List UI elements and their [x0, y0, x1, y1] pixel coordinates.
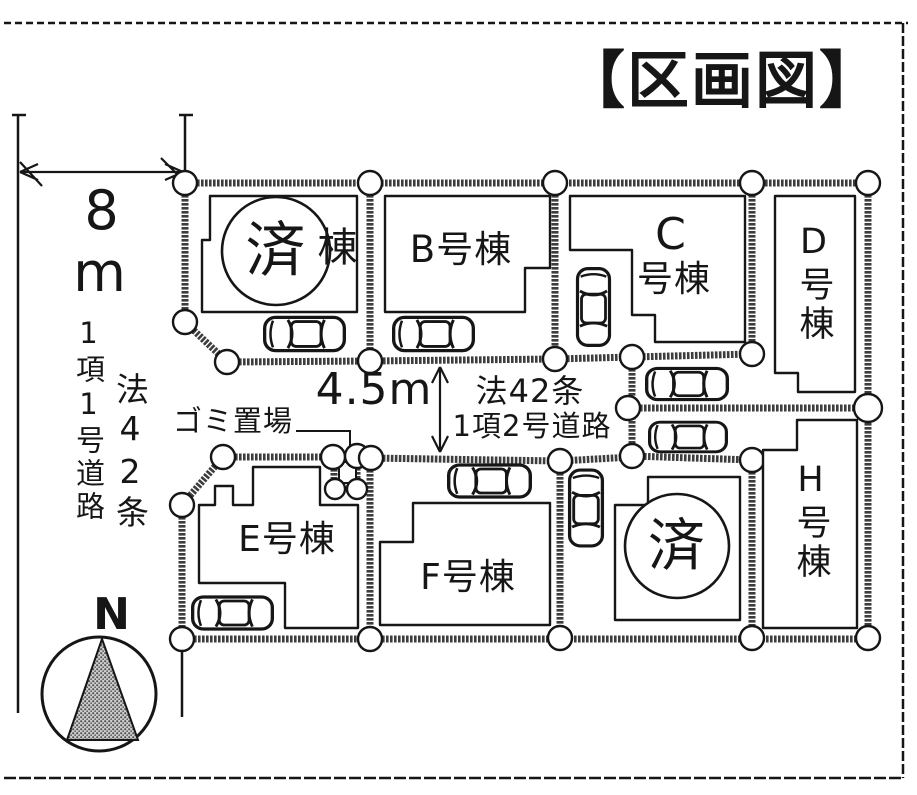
lot-g-sold-mark: 済: [648, 513, 706, 579]
lot-a-sold-circle: [220, 195, 332, 307]
left-road-clause-label: 1項1号道路: [71, 316, 106, 524]
lot-c-label-line1: C: [655, 209, 687, 260]
survey-markers: [168, 169, 884, 653]
compass: [40, 635, 158, 753]
lot-f-building-outline: [378, 501, 552, 627]
left-road-edges: [12, 113, 193, 717]
compass-circle: [40, 635, 158, 753]
page-title: 【区画図】: [562, 44, 884, 117]
car-parking-strip-upper: [644, 366, 730, 402]
car-lot-b: [392, 315, 475, 353]
lot-d-building-outline: [773, 194, 857, 394]
middle-road-width-label: 4.5m: [315, 364, 433, 415]
lot-d-label: D号棟: [793, 222, 834, 344]
lot-e-building-outline: [197, 465, 360, 630]
left-road-width-value: 8: [84, 179, 120, 242]
middle-road-law-label: 法42条: [475, 372, 585, 410]
lot-f-label: F号棟: [420, 557, 516, 598]
car-lot-f: [447, 463, 532, 499]
trash-area-label: ゴミ置場: [172, 404, 294, 438]
car-lot-e: [191, 595, 274, 631]
middle-road-clause-label: 1項2号道路: [452, 409, 612, 443]
lot-c-building-outline: [568, 194, 747, 344]
car-lot-g: [567, 468, 605, 548]
lot-c-label-line2: 号棟: [636, 259, 712, 300]
car-parking-strip-lower: [647, 420, 729, 454]
left-road-law-label: 法42条: [110, 372, 150, 532]
lot-b-building-outline: [383, 194, 552, 314]
page-border: [4, 21, 908, 780]
left-road-width-unit: m: [73, 241, 127, 304]
lot-a-sold-mark: 済: [245, 216, 307, 286]
road-width-arrow: [431, 366, 449, 453]
car-lot-c: [575, 267, 612, 347]
lot-a-label-suffix: 棟: [317, 225, 359, 271]
compass-needle-icon: [65, 635, 140, 741]
car-lot-a: [263, 315, 346, 353]
compass-north-label: N: [93, 589, 131, 640]
lot-h-label: H号棟: [790, 460, 831, 582]
lot-h-building-outline: [761, 418, 859, 630]
lot-b-label: B号棟: [409, 228, 513, 271]
lot-g-sold-circle: [623, 492, 731, 600]
lot-e-label: E号棟: [238, 519, 336, 560]
